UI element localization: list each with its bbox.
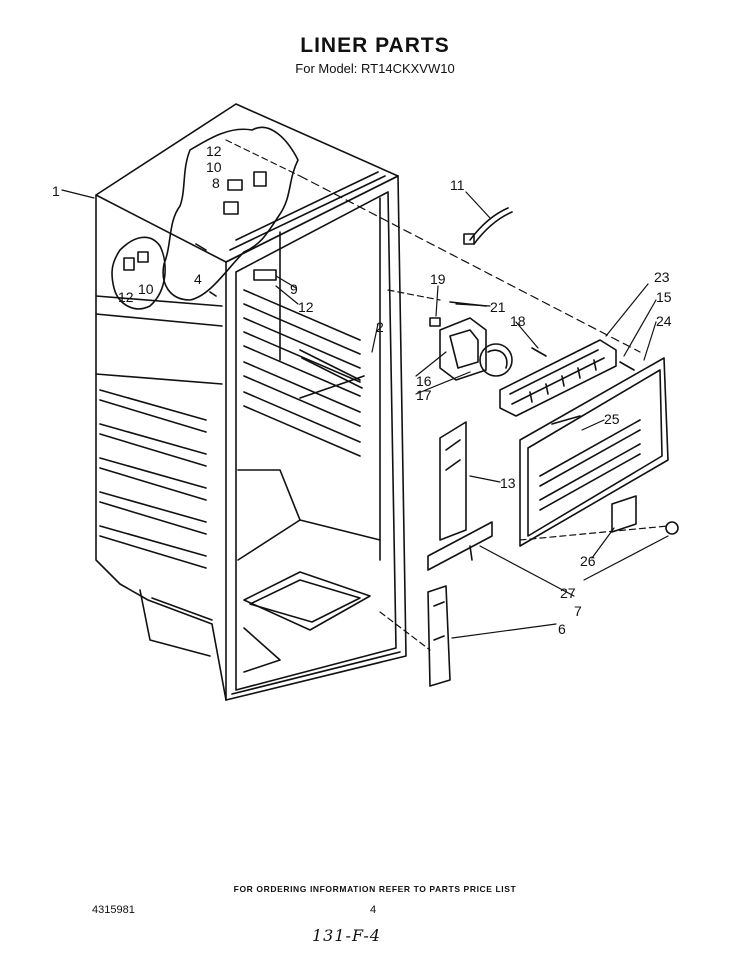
callout-16: 16	[416, 373, 432, 389]
callout-8: 8	[212, 175, 220, 191]
page-title: LINER PARTS	[300, 34, 450, 57]
leader-lines	[61, 139, 669, 651]
model-subtitle: For Model: RT14CKXVW10	[295, 61, 455, 76]
callout-6: 6	[558, 621, 566, 637]
callout-24: 24	[656, 313, 672, 329]
part-24-panel	[519, 357, 679, 547]
callout-12: 12	[206, 143, 222, 159]
callout-25: 25	[604, 411, 620, 427]
callout-23: 23	[654, 269, 670, 285]
part-13-duct	[439, 421, 467, 541]
callout-26: 26	[580, 553, 596, 569]
callout-labels: 1 12 10 8 4 12 10 9 12 2 11 19 21 18 16 …	[52, 143, 672, 637]
part-7-strip	[427, 521, 493, 571]
callout-12: 12	[118, 289, 134, 305]
part-6-duct	[427, 585, 451, 687]
fan-motor-assembly	[429, 301, 547, 381]
callout-10: 10	[206, 159, 222, 175]
callout-7: 7	[574, 603, 582, 619]
callout-11: 11	[450, 177, 465, 193]
callout-27: 27	[560, 585, 576, 601]
callout-18: 18	[510, 313, 526, 329]
callout-19: 19	[430, 271, 446, 287]
ordering-note: FOR ORDERING INFORMATION REFER TO PARTS …	[233, 884, 517, 894]
callout-12: 12	[298, 299, 314, 315]
callout-10: 10	[138, 281, 154, 297]
part-11-tube	[463, 207, 513, 245]
callout-1: 1	[52, 183, 60, 199]
callout-9: 9	[290, 281, 298, 297]
document-number: 4315981	[92, 904, 135, 916]
handwritten-reference: 131-F-4	[312, 926, 381, 945]
callout-13: 13	[500, 475, 516, 491]
callout-15: 15	[656, 289, 672, 305]
part-23-housing	[499, 339, 635, 417]
liner-cabinet	[95, 103, 407, 701]
page-number: 4	[370, 904, 377, 916]
callout-21: 21	[490, 299, 506, 315]
callout-2: 2	[376, 319, 384, 335]
callout-17: 17	[416, 387, 432, 403]
callout-4: 4	[194, 271, 202, 287]
